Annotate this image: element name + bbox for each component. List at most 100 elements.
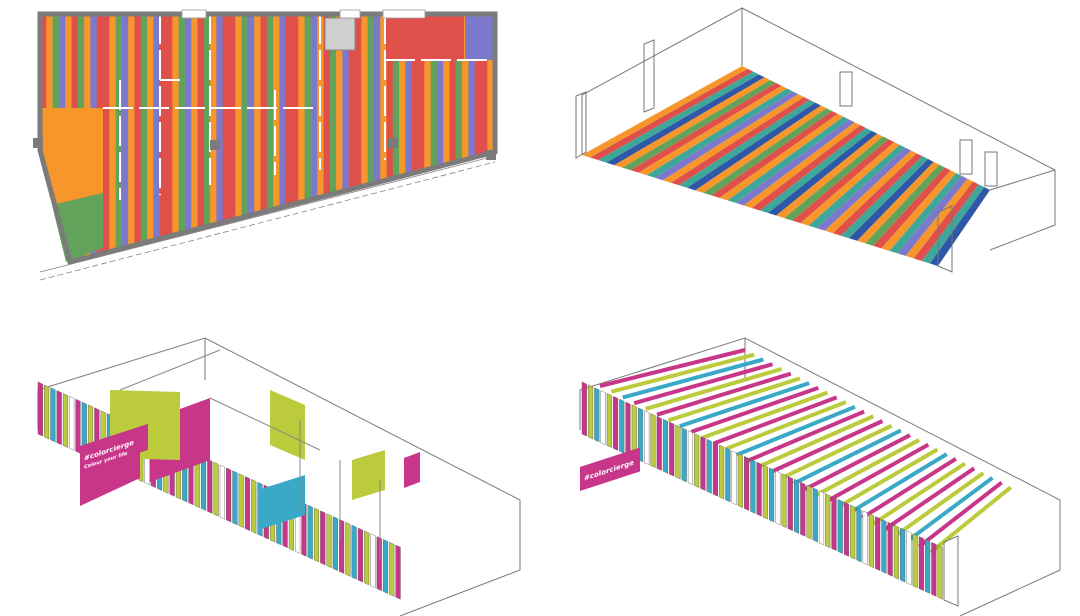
- room-orange: [40, 108, 103, 205]
- wall-slat: [800, 481, 806, 537]
- floor-stripe: [260, 14, 268, 262]
- wall-slat: [893, 524, 899, 580]
- window: [959, 139, 973, 175]
- wall-slat: [818, 490, 825, 546]
- ceiling-bar: [633, 362, 774, 406]
- column: [643, 39, 655, 113]
- floor-plan-view: [0, 0, 540, 300]
- partition-magenta: [404, 452, 420, 488]
- floor-stripe: [913, 181, 979, 261]
- ceiling-bar: [736, 404, 856, 457]
- ceiling-bar: [690, 385, 819, 434]
- floor-stripe: [323, 14, 331, 262]
- wall-slat: [213, 461, 219, 517]
- floor-stripe: [235, 14, 242, 262]
- floor-stripe: [751, 125, 866, 211]
- floor-stripe: [336, 14, 343, 262]
- walls-outline-group: [37, 337, 521, 616]
- wall-slat: [681, 427, 687, 483]
- floor-stripe: [905, 178, 974, 259]
- wall-slat: [75, 398, 81, 454]
- room-red: [386, 16, 464, 60]
- ceiling-bar: [815, 438, 921, 497]
- wall-slat: [251, 478, 257, 534]
- isometric-floor-view: [540, 0, 1080, 300]
- wall-slat: [669, 421, 675, 477]
- floor-stripe: [800, 142, 900, 226]
- floor-stripe: [832, 153, 923, 236]
- wall-slat: [313, 507, 320, 563]
- ceiling-bar: [804, 433, 911, 491]
- wall-slat: [731, 450, 737, 506]
- floor-stripe: [500, 14, 507, 274]
- wall-slat: [69, 395, 75, 451]
- floor-stripe: [865, 164, 945, 246]
- ceiling-bar: [770, 419, 884, 474]
- wall-slat: [868, 513, 874, 569]
- floor-stripe: [590, 68, 754, 161]
- wall-slat: [44, 384, 50, 440]
- ceiling-bar: [610, 352, 755, 394]
- floor-stripe: [285, 14, 293, 262]
- floor-stripe: [140, 14, 148, 262]
- floor-stripe: [273, 14, 280, 262]
- floor-plan-drawing: [33, 9, 507, 281]
- wall-slat: [687, 430, 693, 486]
- floor-stripe: [921, 184, 985, 264]
- wall-slat: [320, 510, 326, 566]
- wall-slat: [644, 410, 650, 466]
- floor-stripe: [399, 14, 406, 262]
- floor-stripe: [266, 14, 274, 262]
- wall-slat: [389, 541, 395, 597]
- plan-stripes: [40, 14, 507, 274]
- wall-slat: [931, 541, 937, 597]
- wall-slat: [862, 510, 868, 566]
- door-opening: [181, 9, 207, 19]
- floor-stripe: [254, 14, 261, 262]
- floor-stripe: [373, 14, 381, 262]
- floor-stripe: [178, 14, 186, 262]
- wall-slat: [694, 433, 700, 488]
- floor-stripe: [654, 91, 799, 181]
- front-column: [937, 205, 953, 273]
- ceiling-bar: [645, 367, 783, 411]
- floor-stripe: [367, 14, 375, 262]
- floor-stripe: [304, 14, 312, 262]
- wall-slat: [812, 487, 818, 543]
- floor-stripe: [298, 14, 305, 262]
- wall-slat: [825, 493, 831, 549]
- wall-slat: [856, 507, 862, 563]
- ceiling-bar: [599, 348, 746, 388]
- door-opening: [339, 9, 361, 19]
- column: [388, 138, 398, 148]
- floor-stripe: [430, 14, 438, 262]
- wall-slat: [656, 416, 662, 471]
- floor-stripe: [203, 14, 211, 262]
- wall-slat: [37, 381, 43, 437]
- ceiling-bar: [667, 376, 801, 423]
- floor-stripe: [348, 14, 356, 262]
- floor-stripe: [638, 85, 788, 176]
- wall-slat: [906, 530, 912, 586]
- front-column: [943, 535, 959, 607]
- wall-slat: [357, 527, 363, 583]
- wall-slat: [238, 473, 244, 529]
- wall-slat: [326, 513, 332, 569]
- floor-stripe: [873, 167, 951, 249]
- wall-slat: [875, 516, 881, 571]
- ceiling-bar: [701, 390, 829, 440]
- ceiling-bar: [872, 461, 967, 526]
- isometric-ceiling-view: #colorcierge: [540, 310, 1080, 616]
- wall-slat: [613, 395, 619, 451]
- ceiling-bar: [679, 381, 810, 429]
- wall-slat: [606, 393, 612, 448]
- shell-outline: [579, 337, 1061, 616]
- floor-stripe: [929, 187, 990, 266]
- wall-slat: [207, 458, 213, 514]
- column: [210, 140, 220, 150]
- wall-slat: [918, 536, 924, 592]
- wall-slat: [307, 504, 313, 560]
- floor-stripe: [679, 99, 816, 188]
- floor-stripe: [695, 105, 827, 193]
- wall-slat: [244, 476, 251, 531]
